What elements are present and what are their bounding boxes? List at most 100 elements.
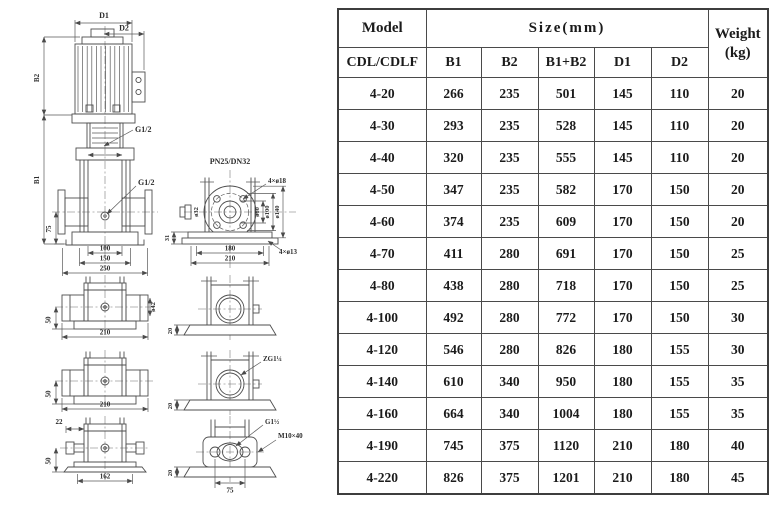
value-cell: 45 xyxy=(707,461,769,495)
value-cell: 280 xyxy=(480,301,539,334)
model-cell: 4-100 xyxy=(337,301,427,334)
value-cell: 210 xyxy=(593,429,652,462)
value-cell: 30 xyxy=(707,333,769,366)
model-cell: 4-60 xyxy=(337,205,427,238)
value-cell: 1120 xyxy=(537,429,595,462)
value-cell: 340 xyxy=(480,365,539,398)
weight-unit-label: (kg) xyxy=(724,44,751,61)
drain-plug xyxy=(100,211,110,221)
dim-label-22: 22 xyxy=(56,418,64,426)
value-cell: 35 xyxy=(707,365,769,398)
value-cell: 180 xyxy=(593,397,652,430)
value-cell: 374 xyxy=(425,205,482,238)
dim-label-75: 75 xyxy=(45,225,53,233)
dim-label-m10x40: M10×40 xyxy=(278,432,303,440)
value-cell: 320 xyxy=(425,141,482,174)
value-cell: 582 xyxy=(537,173,595,206)
col-header-weight: Weight (kg) xyxy=(707,8,769,78)
model-cell: 4-190 xyxy=(337,429,427,462)
value-cell: 110 xyxy=(650,141,709,174)
value-cell: 438 xyxy=(425,269,482,302)
col-header-model: Model xyxy=(337,8,427,48)
value-cell: 155 xyxy=(650,365,709,398)
value-cell: 180 xyxy=(593,333,652,366)
main-elevation-view: G1/2 G1/2 D1 D2 B2 B1 75 100 150 250 xyxy=(33,11,158,276)
col-subheader-d1: D1 xyxy=(593,47,652,78)
dim-label-75b: 75 xyxy=(227,487,235,495)
value-cell: 150 xyxy=(650,173,709,206)
dim-label-20b: 20 xyxy=(167,403,174,410)
value-cell: 180 xyxy=(593,365,652,398)
terminal-box xyxy=(131,71,146,103)
value-cell: 20 xyxy=(707,173,769,206)
base-view-1: ø42 50 210 xyxy=(45,275,157,340)
port-view-1: 20 xyxy=(167,275,277,340)
value-cell: 155 xyxy=(650,397,709,430)
value-cell: 235 xyxy=(480,205,539,238)
dim-label-4x13: 4×ø13 xyxy=(279,248,297,256)
model-cell: 4-70 xyxy=(337,237,427,270)
dim-label-dia42: ø42 xyxy=(150,302,157,312)
model-cell: 4-50 xyxy=(337,173,427,206)
value-cell: 501 xyxy=(537,77,595,110)
dim-label-g12-top: G1/2 xyxy=(135,125,151,134)
value-cell: 375 xyxy=(480,461,539,495)
value-cell: 20 xyxy=(707,77,769,110)
dim-label-g112: G1½ xyxy=(265,418,279,426)
weight-label: Weight xyxy=(714,25,761,42)
dim-label-dia140: ø140 xyxy=(274,206,281,219)
value-cell: 170 xyxy=(593,269,652,302)
value-cell: 170 xyxy=(593,205,652,238)
value-cell: 170 xyxy=(593,301,652,334)
dim-label-20c: 20 xyxy=(167,470,174,477)
dim-label-50a: 50 xyxy=(45,316,53,324)
model-cell: 4-120 xyxy=(337,333,427,366)
value-cell: 20 xyxy=(707,141,769,174)
value-cell: 155 xyxy=(650,333,709,366)
dim-label-b1: B1 xyxy=(33,175,41,184)
value-cell: 664 xyxy=(425,397,482,430)
value-cell: 347 xyxy=(425,173,482,206)
dim-label-4x18: 4×ø18 xyxy=(268,177,286,185)
value-cell: 772 xyxy=(537,301,595,334)
model-cell: 4-80 xyxy=(337,269,427,302)
port-view-3: G1½ M10×40 20 75 xyxy=(167,416,303,495)
value-cell: 280 xyxy=(480,237,539,270)
value-cell: 210 xyxy=(593,461,652,495)
dim-label-50c: 50 xyxy=(45,457,53,465)
pump-dimension-drawing: G1/2 G1/2 D1 D2 B2 B1 75 100 150 250 xyxy=(33,11,303,495)
value-cell: 826 xyxy=(425,461,482,495)
col-subheader-model: CDL/CDLF xyxy=(337,47,427,78)
value-cell: 1004 xyxy=(537,397,595,430)
value-cell: 25 xyxy=(707,237,769,270)
model-cell: 4-40 xyxy=(337,141,427,174)
value-cell: 180 xyxy=(650,461,709,495)
dim-label-dia60: ø60 xyxy=(254,207,261,217)
dim-label-d2: D2 xyxy=(119,24,129,33)
model-cell: 4-160 xyxy=(337,397,427,430)
dim-label-zg114: ZG1¼ xyxy=(263,355,282,363)
flange-detail-view: PN25/DN32 ø32 ø60 ø100 ø140 4×ø18 31 xyxy=(164,157,297,268)
base-view-3: 22 50 162 xyxy=(45,416,150,484)
dim-label-210b: 210 xyxy=(100,401,111,409)
value-cell: 150 xyxy=(650,301,709,334)
value-cell: 150 xyxy=(650,237,709,270)
value-cell: 340 xyxy=(480,397,539,430)
dimension-table-panel: Model Size(mm) Weight (kg) CDL/CDLF B1 B… xyxy=(335,0,783,500)
dim-label-250: 250 xyxy=(100,265,111,273)
value-cell: 20 xyxy=(707,205,769,238)
col-subheader-b2: B2 xyxy=(480,47,539,78)
dim-label-g12-mid: G1/2 xyxy=(138,178,154,187)
value-cell: 293 xyxy=(425,109,482,142)
